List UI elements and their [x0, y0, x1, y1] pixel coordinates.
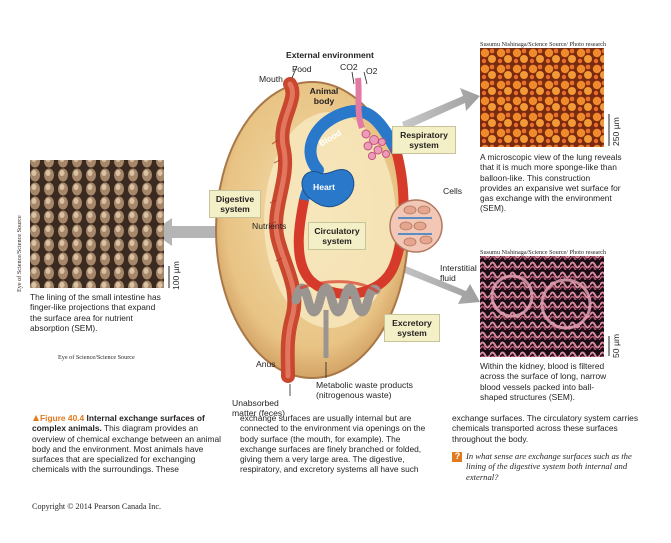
arrow-to-kidney — [392, 262, 480, 304]
blood-vessel-blue — [304, 105, 402, 176]
question-icon-bg — [452, 452, 462, 462]
copyright-notice: Copyright © 2014 Pearson Canada Inc. — [32, 502, 162, 511]
figure-question: In what sense are exchange surfaces such… — [466, 451, 632, 482]
figure-triangle-icon — [33, 415, 39, 421]
interstitial-region — [264, 112, 396, 328]
kidney-caption: Within the kidney, blood is filtered acr… — [480, 361, 607, 402]
excretory-system-label: Excretory system — [384, 314, 440, 342]
arrow-to-lung — [402, 88, 480, 130]
circulatory-system-label: Circulatory system — [308, 222, 366, 250]
lung-photo-credit: Susumu Nishinaga/Science Source/ Photo r… — [480, 41, 607, 48]
figure-text-1: This diagram provides an overview of che… — [32, 423, 222, 475]
cells-label: Cells — [443, 186, 463, 196]
respiratory-system-label: Respiratory system — [392, 126, 456, 154]
figure-text-3: exchange surfaces. The circulatory syste… — [452, 413, 639, 444]
intestine-bottom-credit: Eye of Science/Science Source — [58, 354, 135, 361]
intestine-photo — [30, 160, 164, 288]
mouth-label: Mouth — [259, 74, 283, 84]
digestive-system-label: Digestive system — [209, 190, 261, 218]
heart-label: Heart — [313, 182, 335, 192]
nutrients-label: Nutrients — [252, 221, 287, 231]
figure-caption-col3: exchange surfaces. The circulatory syste… — [452, 413, 648, 444]
figure-text-2: exchange surfaces are usually internal b… — [240, 413, 426, 475]
respiratory-alveoli — [361, 129, 390, 161]
lung-scale-label: 250 µm — [611, 117, 621, 146]
arrow-to-intestine — [152, 218, 236, 246]
figure-caption-col1: Figure 40.4 Internal exchange surfaces o… — [32, 413, 228, 475]
heart-shape — [301, 169, 355, 208]
kidney-photo-credit: Susumu Nishinaga/Science Source/ Photo r… — [480, 249, 607, 256]
interstitial-fluid-label: Interstitial fluid — [440, 263, 477, 283]
intestine-caption: The lining of the small intestine has fi… — [30, 292, 161, 333]
respiratory-tube — [355, 77, 365, 130]
animal-body-label: Animal body — [309, 86, 339, 106]
question-icon: ? — [454, 451, 461, 461]
metabolic-waste-label: Metabolic waste products (nitrogenous wa… — [316, 380, 413, 400]
intestine-scale-label: 100 µm — [171, 261, 181, 290]
external-environment-label: External environment — [286, 50, 374, 60]
food-label: Food — [292, 64, 312, 74]
excretory-tubules — [291, 283, 381, 317]
lung-caption: A microscopic view of the lung reveals t… — [480, 152, 622, 214]
anus-label: Anus — [256, 359, 276, 369]
figure-number: Figure 40.4 — [40, 413, 85, 423]
o2-label: O2 — [366, 66, 378, 76]
figure-caption-col2: exchange surfaces are usually internal b… — [240, 413, 436, 475]
co2-label: CO2 — [340, 62, 358, 72]
lung-photo — [480, 48, 604, 147]
unabsorbed-matter-label: Unabsorbed matter (feces) — [232, 398, 286, 418]
kidney-scale-label: 50 µm — [611, 333, 621, 358]
intestine-side-credit: Eye of Science/Science Source — [16, 215, 23, 292]
figure-title: Internal exchange surfaces of complex an… — [32, 413, 205, 434]
